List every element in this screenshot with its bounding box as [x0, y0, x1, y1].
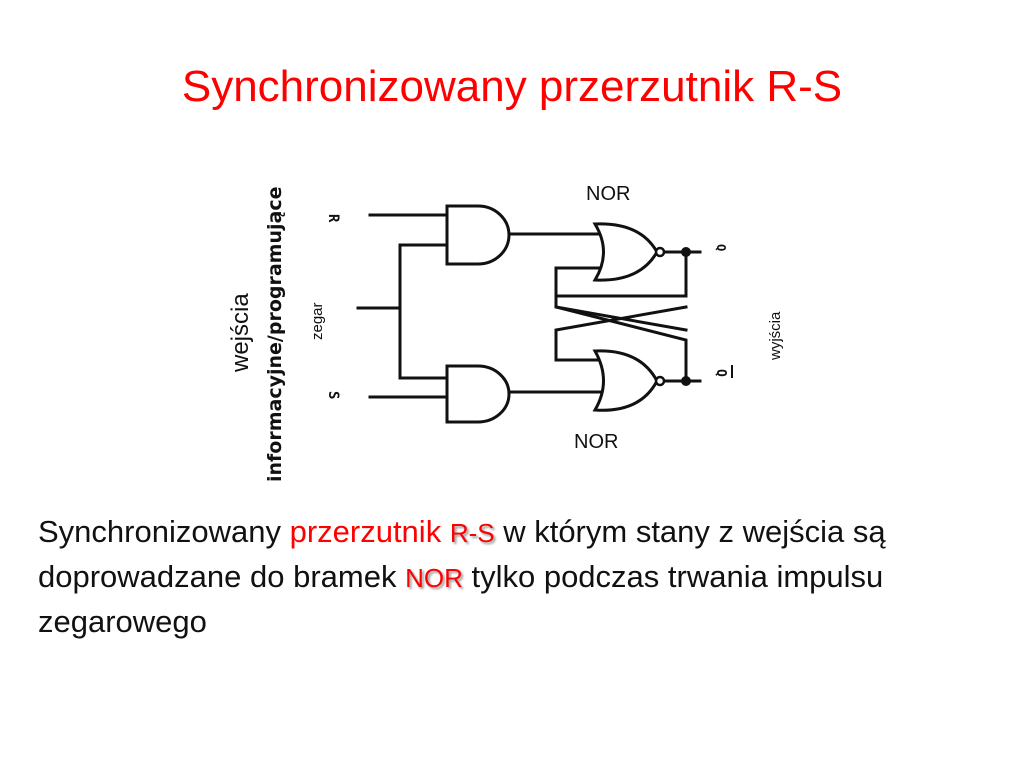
label-qbar: Q [713, 369, 728, 377]
wire-feedback-qbar-2 [554, 305, 688, 362]
label-q: Q [714, 244, 728, 251]
label-zegar: zegar [309, 302, 326, 340]
and-gate-top [445, 204, 511, 266]
text-part-1: Synchronizowany [38, 514, 290, 549]
text-part-6: tylko podczas trwania impulsu zegarowego [38, 559, 884, 639]
nor-top-bubble [654, 246, 666, 258]
label-informacyjne: informacyjne/programujące [264, 187, 286, 482]
label-s: S [325, 391, 341, 399]
label-nor-top: NOR [586, 183, 630, 205]
and-gate-bottom [445, 364, 511, 424]
text-highlight-rs: R-S [449, 518, 495, 548]
label-wyjscia: wyjścia [767, 311, 784, 361]
text-part-4: w którym stany z wejścia są doprowadzane… [38, 514, 886, 594]
junction-qbar [681, 376, 691, 386]
text-highlight-nor: NOR [405, 563, 463, 593]
wire-clock-bus [398, 243, 449, 380]
nor-gate-bottom [592, 349, 659, 412]
description-paragraph: Synchronizowany przerzutnik R-S w którym… [38, 510, 978, 643]
text-part-2: przerzutnik [289, 514, 450, 549]
nor-gate-top [592, 222, 659, 282]
nor-bottom-bubble [654, 375, 666, 387]
slide-title: Synchronizowany przerzutnik R-S [181, 62, 843, 111]
junction-q [681, 247, 691, 257]
label-wejscia: wejścia [227, 293, 254, 373]
label-r: R [325, 214, 341, 223]
label-nor-bottom: NOR [574, 431, 618, 453]
